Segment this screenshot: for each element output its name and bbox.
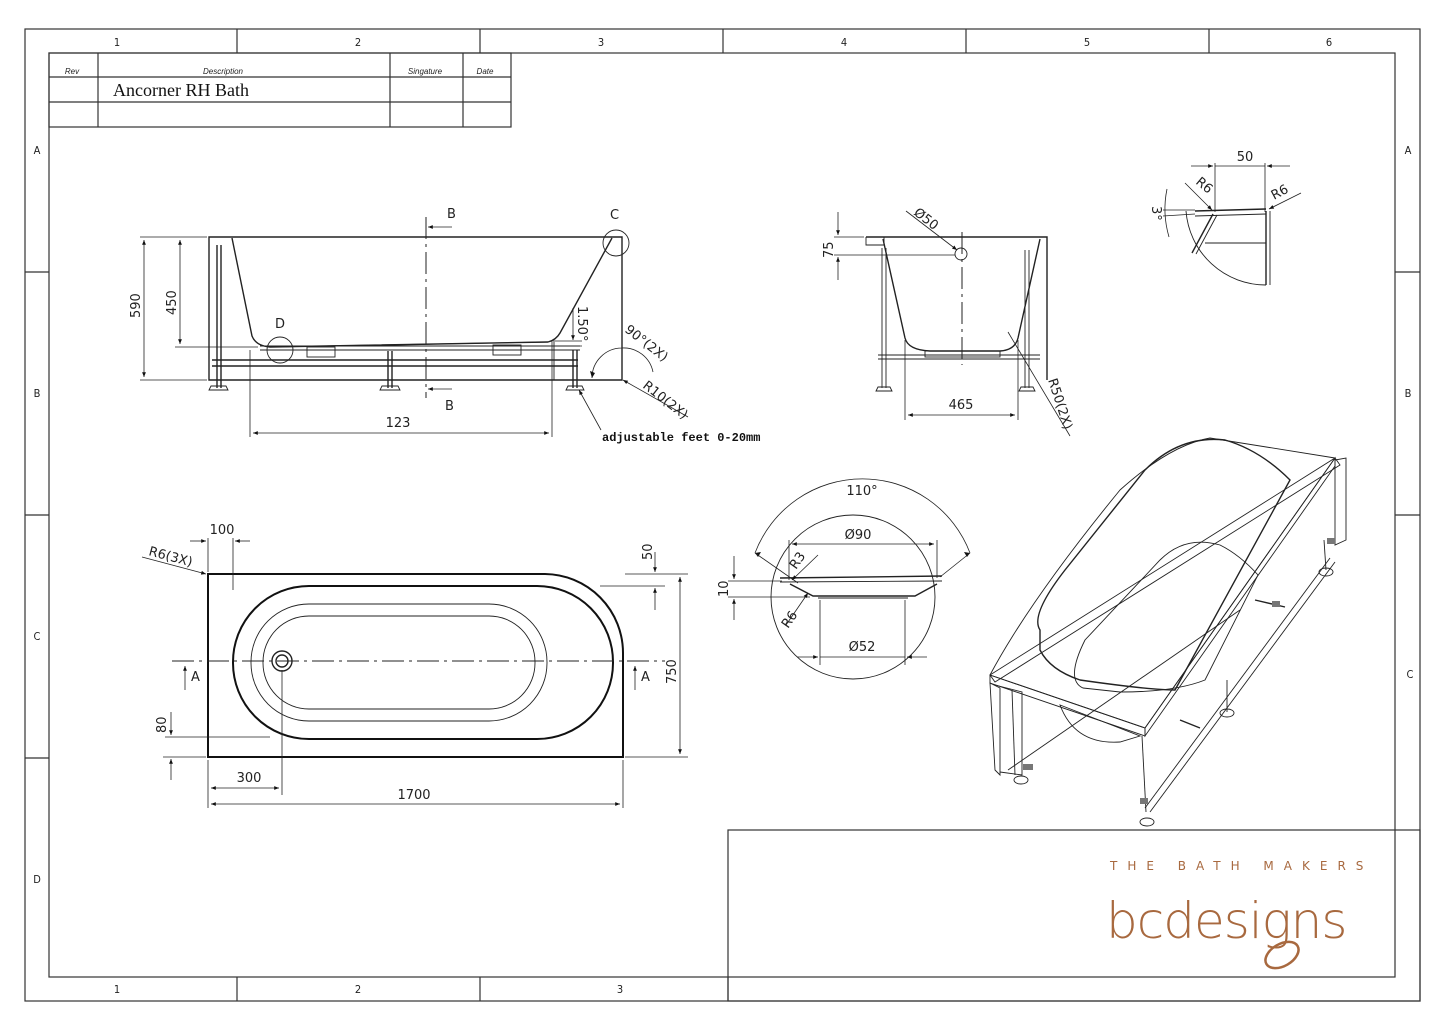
detail-c-view: 50 R6 R6 3° (1148, 150, 1302, 286)
dim-plan-corner-radius: R6(3X) (147, 544, 194, 570)
dim-width: 750 (665, 659, 680, 684)
section-a-label-left: A (191, 670, 200, 685)
sheet-frame (24, 28, 1421, 1002)
dim-plate-depth: 10 (717, 580, 732, 597)
col-label-bottom-1: 1 (114, 983, 120, 996)
detail-d-view: 110° Ø90 Ø52 10 R3 R6 (717, 478, 971, 680)
dim-radius-r3: R3 (787, 550, 809, 573)
dim-length: 1700 (397, 788, 430, 803)
column-labels-top: 1 2 3 4 5 6 (114, 36, 1332, 49)
drawing-title: Ancorner RH Bath (113, 80, 249, 100)
row-labels-right: A B C (1405, 144, 1414, 681)
col-label-3: 3 (598, 36, 604, 49)
dim-rim-angle: 3° (1148, 206, 1163, 221)
signature-header: Singature (408, 67, 443, 76)
col-label-bottom-3: 3 (617, 983, 623, 996)
dim-rim-left: 100 (210, 523, 235, 538)
plan-view: A A R6(3X) 100 50 750 80 300 (141, 523, 688, 808)
detail-d-marker: D (275, 317, 285, 332)
row-labels-left: A B C D (33, 144, 41, 886)
rev-header: Rev (65, 67, 80, 76)
date-header: Date (477, 67, 494, 76)
brand-logo: bcdesigns (1106, 892, 1346, 950)
dim-outer-diameter: Ø90 (845, 528, 872, 543)
col-label-4: 4 (841, 36, 847, 49)
dim-overflow-diameter: Ø50 (911, 205, 941, 233)
dim-floor-123: 123 (386, 416, 411, 431)
dim-rim-bottom: 80 (155, 716, 170, 733)
section-view: Ø50 75 465 R50(2X) (822, 205, 1075, 437)
column-labels-bottom: 1 2 3 (114, 983, 623, 996)
dim-corner-radius: R10(2X) (640, 378, 691, 422)
row-label-right-b: B (1405, 387, 1412, 400)
section-a-label-right: A (641, 670, 650, 685)
dim-inner-diameter: Ø52 (849, 640, 876, 655)
dim-rim-width: 50 (1237, 150, 1254, 165)
dim-rim-top: 50 (641, 543, 656, 560)
row-label-b: B (34, 387, 41, 400)
dim-floor-angle: 1.50° (574, 306, 589, 341)
col-label-2: 2 (355, 36, 361, 49)
row-label-right-a: A (1405, 144, 1412, 157)
dim-depth-450: 450 (165, 290, 180, 315)
row-label-a: A (34, 144, 41, 157)
dim-floor-width: 465 (949, 398, 974, 413)
row-label-c: C (34, 630, 41, 643)
dim-bottom-radius: R50(2X) (1044, 377, 1075, 432)
col-label-6: 6 (1326, 36, 1332, 49)
row-label-right-c: C (1407, 668, 1414, 681)
section-b-label-bottom: B (445, 399, 454, 414)
dim-height-590: 590 (129, 293, 144, 318)
dim-overflow-offset: 75 (822, 241, 837, 258)
isometric-view (989, 437, 1347, 827)
brand-tagline: THE BATH MAKERS (1109, 859, 1373, 873)
section-b-label-top: B (447, 207, 456, 222)
dim-radius-r6: R6 (779, 609, 801, 632)
col-label-bottom-2: 2 (355, 983, 361, 996)
row-label-d: D (33, 873, 41, 886)
dim-waste-offset: 300 (237, 771, 262, 786)
col-label-5: 5 (1084, 36, 1090, 49)
dim-corner-angle: 90°(2X) (622, 322, 671, 365)
adjustable-feet-note: adjustable feet 0-20mm (602, 431, 760, 445)
dim-detail-angle: 110° (846, 484, 877, 499)
col-label-1: 1 (114, 36, 120, 49)
dim-radius-right: R6 (1269, 182, 1291, 203)
description-header: Description (203, 67, 244, 76)
detail-c-marker: C (610, 208, 619, 223)
revision-table: Rev Description Singature Date Ancorner … (48, 52, 512, 128)
brand-logo-swash (1264, 940, 1300, 970)
side-view: B B C D 590 450 123 1.50° 90°(2X) R10(2X… (129, 207, 760, 445)
brand-block: THE BATH MAKERS bcdesigns (1106, 859, 1373, 970)
